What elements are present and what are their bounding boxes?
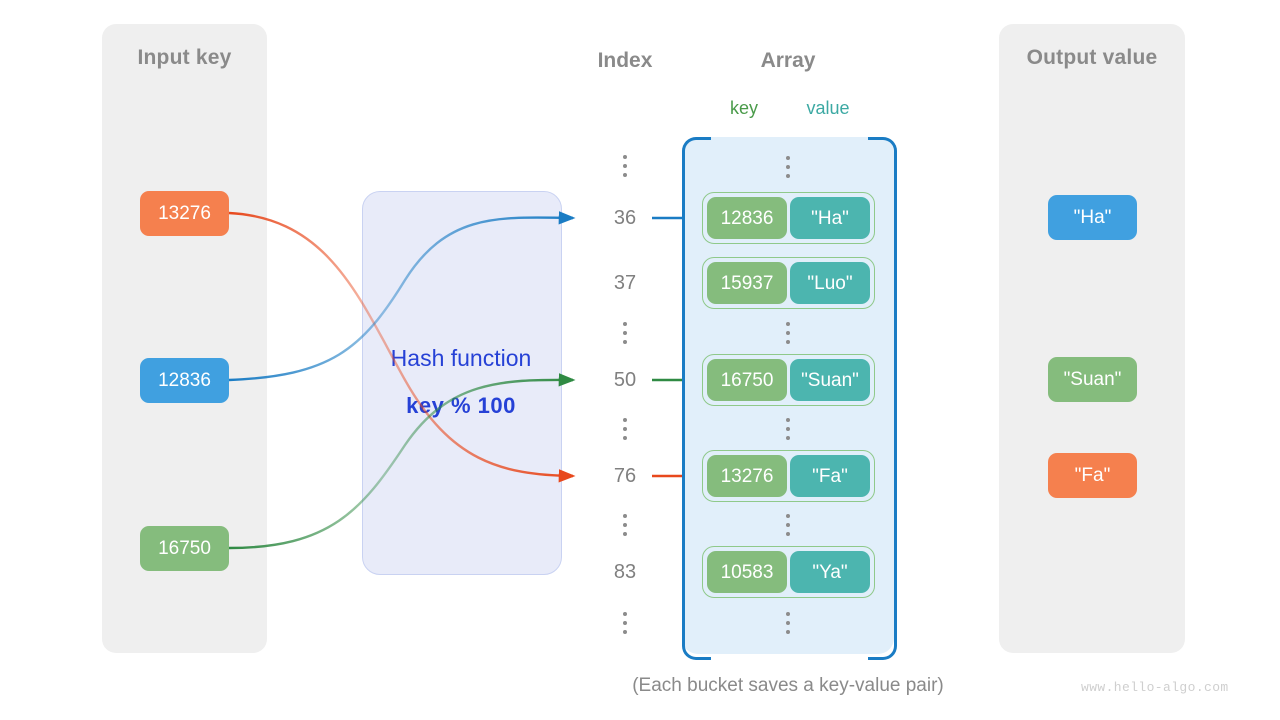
bucket-36-key: 12836 — [707, 197, 787, 239]
index-dots-3 — [615, 418, 635, 440]
output-value-suan-label: "Suan" — [1063, 369, 1122, 390]
hash-function-name: Hash function — [390, 345, 532, 371]
index-50: 50 — [613, 369, 637, 391]
array-bracket-left — [682, 137, 711, 660]
array-dots-2 — [778, 322, 798, 344]
array-dots-top — [778, 156, 798, 178]
output-value-ha-label: "Ha" — [1073, 207, 1112, 228]
bucket-76-key: 13276 — [707, 455, 787, 497]
index-37: 37 — [613, 272, 637, 294]
array-dots-3 — [778, 418, 798, 440]
array-bracket-right — [868, 137, 897, 660]
index-36: 36 — [613, 207, 637, 229]
index-dots-2 — [615, 322, 635, 344]
input-key-12836-label: 12836 — [158, 370, 211, 391]
bucket-50-value: "Suan" — [790, 359, 870, 401]
bucket-50[interactable]: 16750 "Suan" — [702, 354, 875, 406]
bucket-76[interactable]: 13276 "Fa" — [702, 450, 875, 502]
output-value-fa[interactable]: "Fa" — [1048, 453, 1137, 498]
input-key-13276-label: 13276 — [158, 203, 211, 224]
bucket-37-value: "Luo" — [790, 262, 870, 304]
input-key-panel-title: Input key — [137, 46, 232, 69]
array-value-header: value — [806, 98, 850, 118]
array-title: Array — [760, 49, 816, 72]
index-dots-bottom — [615, 612, 635, 634]
diagram-caption: (Each bucket saves a key-value pair) — [632, 675, 944, 696]
input-key-13276[interactable]: 13276 — [140, 191, 229, 236]
bucket-83-value: "Ya" — [790, 551, 870, 593]
array-key-header: key — [729, 98, 758, 118]
output-value-suan[interactable]: "Suan" — [1048, 357, 1137, 402]
bucket-36-value: "Ha" — [790, 197, 870, 239]
array-dots-4 — [778, 514, 798, 536]
index-83: 83 — [613, 561, 637, 583]
site-watermark: www.hello-algo.com — [1081, 680, 1229, 695]
hash-function-box — [362, 191, 562, 575]
index-76: 76 — [613, 465, 637, 487]
bucket-76-value: "Fa" — [790, 455, 870, 497]
output-value-ha[interactable]: "Ha" — [1048, 195, 1137, 240]
index-column-title: Index — [597, 49, 653, 72]
array-dots-bottom — [778, 612, 798, 634]
bucket-36[interactable]: 12836 "Ha" — [702, 192, 875, 244]
index-dots-4 — [615, 514, 635, 536]
bucket-83-key: 10583 — [707, 551, 787, 593]
input-key-16750[interactable]: 16750 — [140, 526, 229, 571]
output-value-panel: Output value — [999, 24, 1185, 653]
output-value-fa-label: "Fa" — [1074, 465, 1111, 486]
input-key-12836[interactable]: 12836 — [140, 358, 229, 403]
index-dots-top — [615, 155, 635, 177]
bucket-50-key: 16750 — [707, 359, 787, 401]
bucket-37[interactable]: 15937 "Luo" — [702, 257, 875, 309]
bucket-37-key: 15937 — [707, 262, 787, 304]
bucket-83[interactable]: 10583 "Ya" — [702, 546, 875, 598]
output-value-panel-title: Output value — [1026, 46, 1158, 69]
input-key-16750-label: 16750 — [158, 538, 211, 559]
hash-function-expression: key % 100 — [406, 393, 516, 418]
